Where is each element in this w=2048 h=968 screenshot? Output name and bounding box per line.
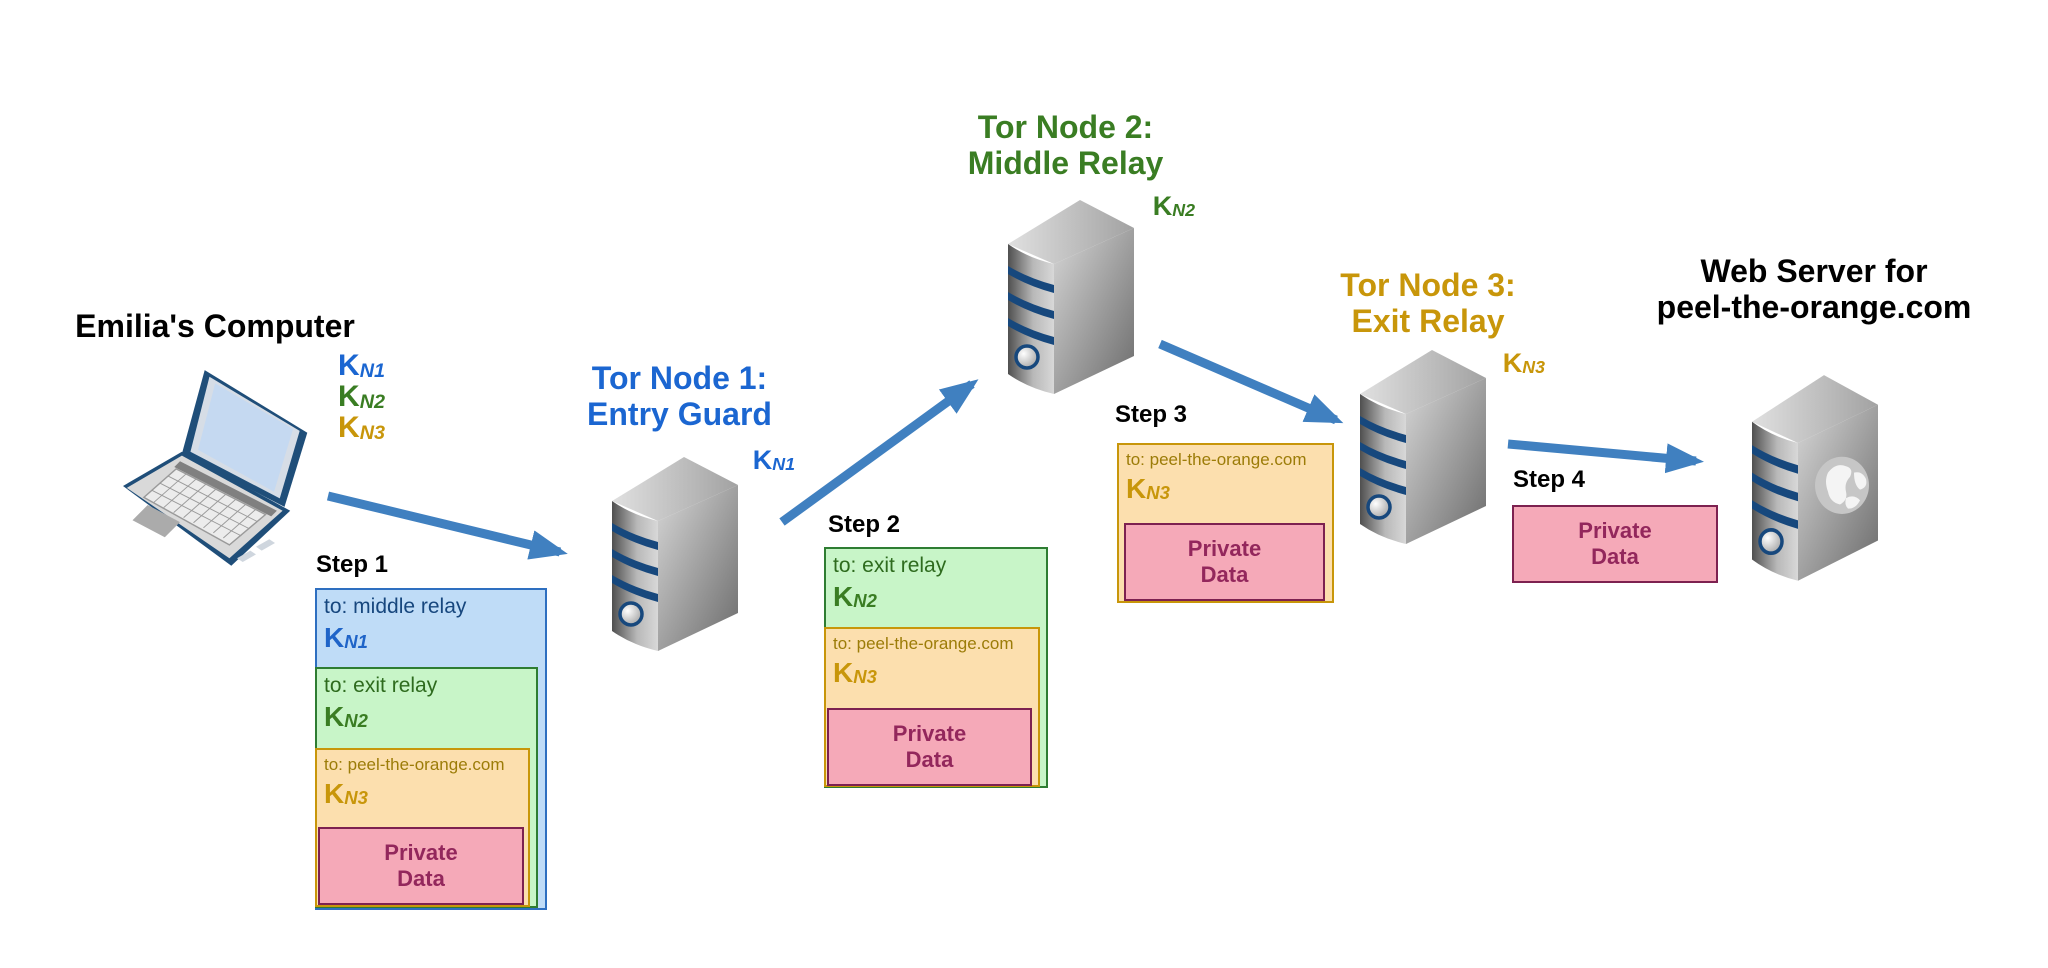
laptop-icon bbox=[123, 370, 308, 566]
node3-title: Tor Node 3: Exit Relay bbox=[1340, 267, 1516, 339]
client-title: Emilia's Computer bbox=[75, 308, 355, 344]
step1-packet: to: middle relay KN1 to: exit relay KN2 … bbox=[315, 588, 547, 910]
step3-layer-private: Private Data bbox=[1124, 523, 1325, 601]
step2-layer-private: Private Data bbox=[827, 708, 1032, 786]
step2-orange-to: to: peel-the-orange.com bbox=[833, 634, 1014, 653]
node1-key: KN1 bbox=[752, 445, 795, 475]
client-key-list: KN1 KN2 KN3 bbox=[255, 350, 385, 444]
step1-orange-to: to: peel-the-orange.com bbox=[324, 755, 505, 774]
server-icon-node3 bbox=[1358, 348, 1488, 546]
step1-layer-private: Private Data bbox=[318, 827, 524, 905]
globe-icon bbox=[1815, 456, 1869, 514]
step1-blue-to: to: middle relay bbox=[324, 595, 467, 618]
step2-orange-key: KN3 bbox=[833, 657, 877, 688]
client-key-n2: KN2 bbox=[338, 380, 385, 414]
client-key-n3: KN3 bbox=[338, 411, 385, 445]
step3-packet: to: peel-the-orange.com KN3 Private Data bbox=[1117, 443, 1334, 603]
node1-title: Tor Node 1: Entry Guard bbox=[587, 360, 772, 432]
webserver-title: Web Server for peel-the-orange.com bbox=[1656, 253, 1972, 325]
step4-layer-private: Private Data bbox=[1512, 505, 1718, 583]
node3-key: KN3 bbox=[1502, 348, 1545, 378]
step2-label: Step 2 bbox=[828, 511, 901, 538]
step3-orange-key: KN3 bbox=[1126, 473, 1170, 504]
arrow-client-to-node1 bbox=[326, 491, 568, 560]
step3-label: Step 3 bbox=[1115, 401, 1188, 428]
client-key-n1: KN1 bbox=[338, 349, 385, 382]
step1-green-key: KN2 bbox=[324, 701, 368, 732]
step1-blue-key: KN1 bbox=[324, 622, 368, 653]
server-icon-node2 bbox=[1006, 198, 1136, 396]
server-icon-node1 bbox=[610, 455, 740, 653]
arrow-node2-to-node3 bbox=[1158, 339, 1344, 425]
node2-title: Tor Node 2: Middle Relay bbox=[967, 109, 1164, 181]
arrow-node3-to-webserver bbox=[1507, 439, 1704, 474]
step1-label: Step 1 bbox=[316, 551, 389, 578]
step2-packet: to: exit relay KN2 to: peel-the-orange.c… bbox=[824, 547, 1048, 788]
step2-green-to: to: exit relay bbox=[833, 554, 947, 577]
server-icon-webserver bbox=[1752, 375, 1878, 581]
step3-orange-to: to: peel-the-orange.com bbox=[1126, 450, 1307, 469]
step4-label: Step 4 bbox=[1513, 466, 1586, 493]
node2-key: KN2 bbox=[1152, 191, 1195, 221]
step2-green-key: KN2 bbox=[833, 581, 877, 612]
step1-green-to: to: exit relay bbox=[324, 674, 438, 697]
arrow-node1-to-node2 bbox=[779, 379, 979, 526]
step4-packet: Private Data bbox=[1512, 505, 1718, 583]
step1-orange-key: KN3 bbox=[324, 778, 368, 809]
